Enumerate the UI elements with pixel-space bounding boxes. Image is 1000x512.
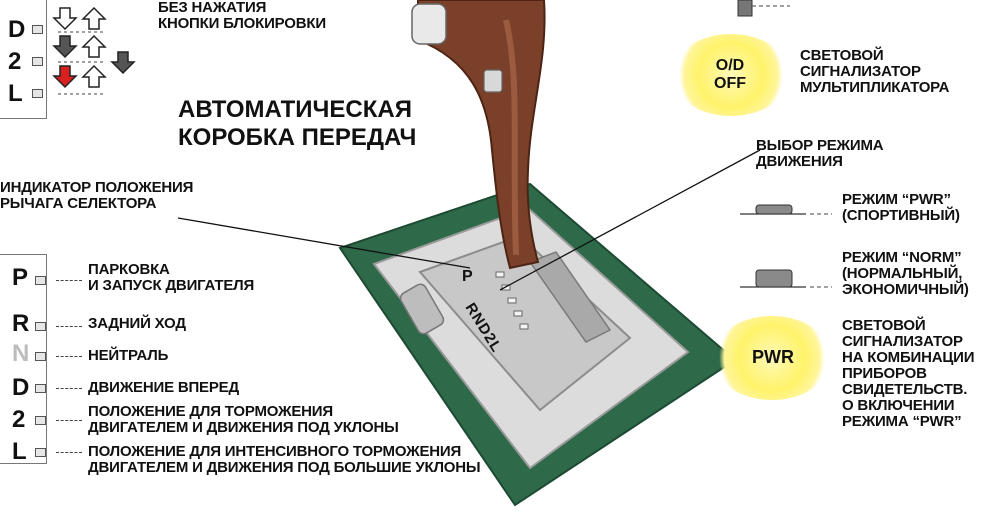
pos-lamp-p: [35, 276, 46, 285]
top-left-caption: БЕЗ НАЖАТИЯ КНОПКИ БЛОКИРОВКИ: [158, 0, 326, 32]
pos-desc-n: НЕЙТРАЛЬ: [88, 347, 169, 364]
pwr-mode-caption: РЕЖИМ “PWR” (СПОРТИВНЫЙ): [842, 191, 960, 224]
pos-key-p: P: [12, 264, 29, 291]
pos-lamp-d: [35, 384, 46, 393]
top-key-2-lamp: [32, 57, 43, 66]
pos-desc-r: ЗАДНИЙ ХОД: [88, 315, 186, 332]
pos-desc-2: ПОЛОЖЕНИЕ ДЛЯ ТОРМОЖЕНИЯ ДВИГАТЕЛЕМ И ДВ…: [88, 403, 399, 436]
top-left-panel: [0, 0, 47, 119]
mode-select-caption: ВЫБОР РЕЖИМА ДВИЖЕНИЯ: [756, 137, 884, 170]
pos-leader-2: [56, 420, 82, 421]
gate-slot: [528, 251, 612, 343]
pos-lamp-l: [35, 448, 46, 457]
pos-key-d: D: [12, 374, 30, 401]
diagram-title: АВТОМАТИЧЕСКАЯ КОРОБКА ПЕРЕДАЧ: [178, 96, 417, 151]
top-key-d: D: [8, 16, 26, 43]
pwr-lamp-glow: [712, 316, 832, 400]
pwr-lamp-caption: СВЕТОВОЙ СИГНАЛИЗАТОР НА КОМБИНАЦИИ ПРИБ…: [842, 317, 975, 430]
pos-leader-n: [56, 356, 82, 357]
lever-mode-button: [483, 69, 503, 93]
pos-leader-d: [56, 388, 82, 389]
pos-desc-l: ПОЛОЖЕНИЕ ДЛЯ ИНТЕНСИВНОГО ТОРМОЖЕНИЯ ДВ…: [88, 443, 481, 476]
shift-lock-button: [399, 283, 445, 335]
top-key-d-lamp: [32, 25, 43, 34]
od-off-glow: [672, 34, 790, 116]
gate-letter-p: P: [462, 268, 473, 285]
top-switch: [737, 0, 753, 17]
top-key-l-lamp: [32, 89, 43, 98]
pos-leader-r: [56, 326, 82, 327]
norm-mode-caption: РЕЖИМ “NORM” (НОРМАЛЬНЫЙ, ЭКОНОМИЧНЫЙ): [842, 249, 969, 298]
pos-leader-l: [56, 452, 82, 453]
od-off-caption: СВЕТОВОЙ СИГНАЛИЗАТОР МУЛЬТИПЛИКАТОРА: [800, 47, 950, 96]
indicator-pointer-line: [177, 217, 471, 269]
pos-key-r: R: [12, 310, 30, 337]
pos-lamp-2: [35, 416, 46, 425]
top-key-2: 2: [8, 48, 22, 75]
pos-key-n: N: [12, 340, 30, 367]
lever-knob-button: [411, 3, 447, 45]
pos-key-2: 2: [12, 406, 26, 433]
top-key-l: L: [8, 80, 23, 107]
pos-desc-d: ДВИЖЕНИЕ ВПЕРЕД: [88, 379, 239, 396]
pos-lamp-n: [35, 352, 46, 361]
arrow-red-down-icon: [52, 65, 78, 89]
indicator-caption: ИНДИКАТОР ПОЛОЖЕНИЯ РЫЧАГА СЕЛЕКТОРА: [0, 179, 194, 212]
arrow-up-outline-icon: [81, 6, 107, 30]
pwr-lamp-badge: PWR: [752, 346, 794, 367]
positions-panel: [0, 254, 47, 464]
pos-lamp-r: [35, 322, 46, 331]
arrow-up-outline-icon-3: [81, 64, 107, 88]
arrow-down-outline-icon: [52, 7, 78, 31]
mode-select-pointer-line: [499, 149, 761, 291]
arrow-down-filled-icon-side: [110, 51, 136, 75]
arrow-down-filled-icon: [52, 35, 78, 59]
pos-desc-p: ПАРКОВКА И ЗАПУСК ДВИГАТЕЛЯ: [88, 261, 255, 294]
gate-frame: [418, 234, 632, 412]
pos-key-l: L: [12, 438, 27, 465]
arrow-up-outline-icon-2: [81, 34, 107, 58]
pos-leader-p: [56, 280, 82, 281]
od-off-badge: O/D OFF: [714, 57, 746, 92]
